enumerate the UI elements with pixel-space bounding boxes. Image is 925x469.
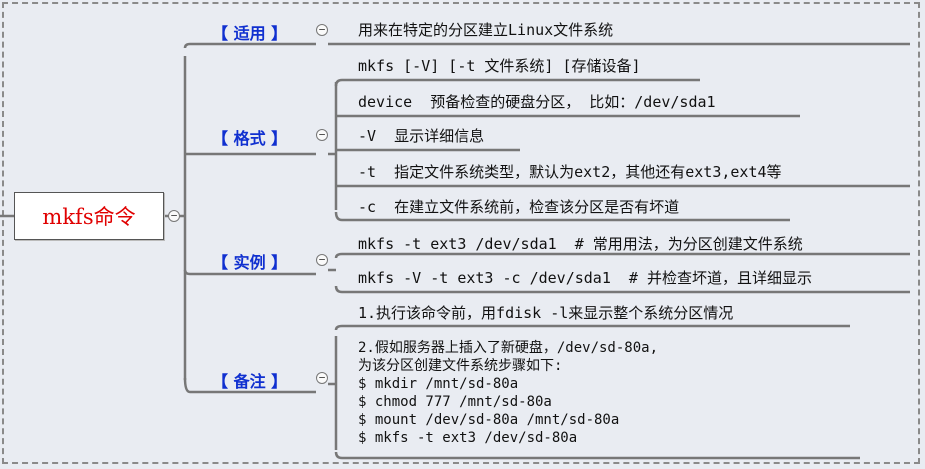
- branch-format-label[interactable]: 【 格式 】: [212, 129, 288, 148]
- branch-apply-label[interactable]: 【 适用 】: [212, 24, 288, 43]
- apply-item[interactable]: 用来在特定的分区建立Linux文件系统: [358, 21, 614, 39]
- root-label: mkfs命令: [42, 205, 136, 229]
- format-item[interactable]: device 预备检查的硬盘分区， 比如：/dev/sda1: [358, 93, 716, 111]
- note-line: 为该分区创建文件系统步骤如下:: [358, 358, 563, 374]
- note-item-steps[interactable]: 2.假如服务器上插入了新硬盘，/dev/sd-80a, 为该分区创建文件系统步骤…: [358, 339, 658, 447]
- format-collapse-icon[interactable]: −: [316, 129, 328, 141]
- root-node[interactable]: mkfs命令: [14, 192, 164, 240]
- example-item[interactable]: mkfs -t ext3 /dev/sda1 # 常用用法，为分区创建文件系统: [358, 235, 803, 253]
- branch-line-example: [183, 269, 316, 276]
- format-item[interactable]: mkfs [-V] [-t 文件系统] [存储设备]: [358, 57, 641, 75]
- format-item[interactable]: -t 指定文件系统类型，默认为ext2，其他还有ext3,ext4等: [358, 163, 782, 181]
- canvas-frame: [2, 2, 920, 464]
- note-line: $ mount /dev/sd-80a /mnt/sd-80a: [358, 412, 620, 428]
- branch-line-note: [183, 377, 316, 394]
- format-item[interactable]: -c 在建立文件系统前，检查该分区是否有坏道: [358, 198, 680, 216]
- note-line: $ mkdir /mnt/sd-80a: [358, 376, 519, 392]
- note-item[interactable]: 1.执行该命令前，用fdisk -l来显示整个系统分区情况: [358, 304, 734, 322]
- note-line: 2.假如服务器上插入了新硬盘，/dev/sd-80a,: [358, 340, 659, 356]
- branch-example-label[interactable]: 【 实例 】: [212, 253, 288, 272]
- note-collapse-icon[interactable]: −: [316, 372, 328, 384]
- note-line: $ chmod 777 /mnt/sd-80a: [358, 394, 552, 410]
- example-item[interactable]: mkfs -V -t ext3 -c /dev/sda1 # 并检查坏道，且详细…: [358, 269, 812, 287]
- branch-note-label[interactable]: 【 备注 】: [212, 372, 288, 391]
- note-line: $ mkfs -t ext3 /dev/sd-80a: [358, 430, 578, 446]
- format-item[interactable]: -V 显示详细信息: [358, 127, 485, 145]
- example-collapse-icon[interactable]: −: [316, 254, 328, 266]
- branch-line-apply: [183, 42, 316, 49]
- apply-collapse-icon[interactable]: −: [316, 24, 328, 36]
- root-collapse-icon[interactable]: −: [168, 210, 180, 222]
